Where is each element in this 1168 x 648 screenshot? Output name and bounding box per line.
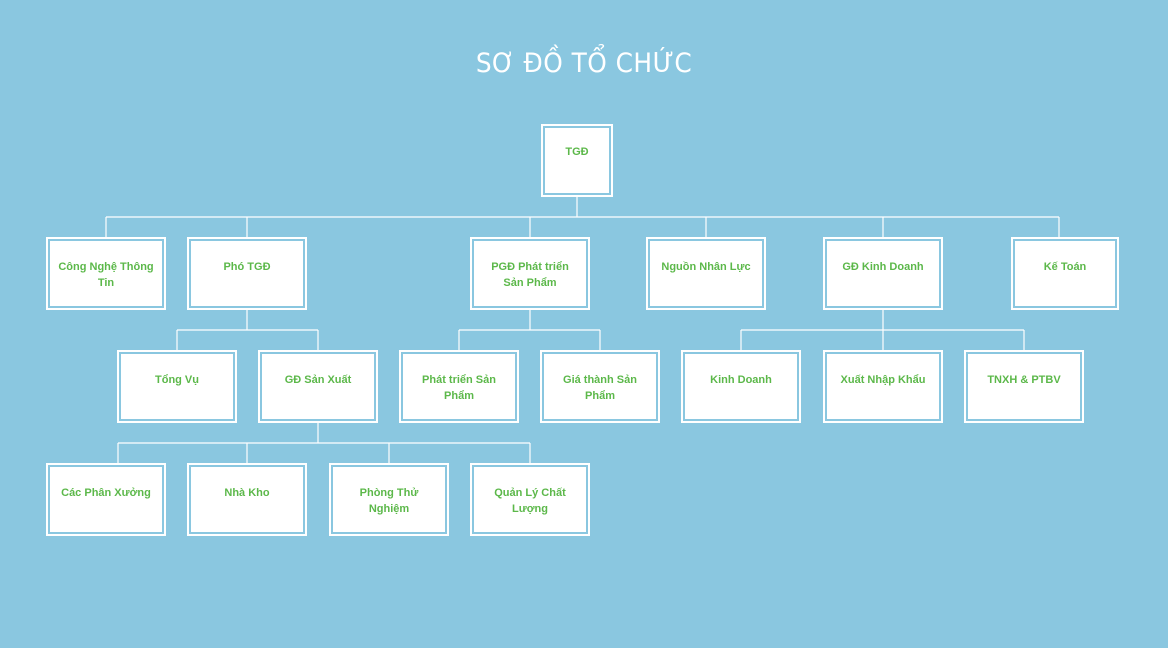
node-cac-phan-xuong: Các Phân Xưởng — [46, 463, 166, 536]
node-pgd-phat-trien-san-pham: PGĐ Phát triển Sản Phẩm — [470, 237, 590, 310]
node-phong-thu-nghiem-label: Phòng Thử Nghiệm — [333, 467, 445, 532]
node-quan-ly-chat-luong: Quản Lý Chất Lượng — [470, 463, 590, 536]
node-xuat-nhap-khau-label: Xuất Nhập Khẩu — [827, 354, 939, 419]
node-tnxh-ptbv-label: TNXH & PTBV — [968, 354, 1080, 419]
node-xuat-nhap-khau: Xuất Nhập Khẩu — [823, 350, 943, 423]
node-tgd: TGĐ — [541, 124, 613, 197]
node-pho-tgd-label: Phó TGĐ — [191, 241, 303, 306]
node-ke-toan-label: Kế Toán — [1015, 241, 1115, 306]
node-tong-vu: Tổng Vụ — [117, 350, 237, 423]
node-gia-thanh-san-pham-label: Giá thành Sản Phẩm — [544, 354, 656, 419]
node-nguon-nhan-luc-label: Nguồn Nhân Lực — [650, 241, 762, 306]
node-phong-thu-nghiem: Phòng Thử Nghiệm — [329, 463, 449, 536]
node-gd-san-xuat-label: GĐ Sản Xuất — [262, 354, 374, 419]
node-tong-vu-label: Tổng Vụ — [121, 354, 233, 419]
node-tnxh-ptbv: TNXH & PTBV — [964, 350, 1084, 423]
node-nha-kho: Nhà Kho — [187, 463, 307, 536]
node-cong-nghe-thong-tin-label: Công Nghệ Thông Tin — [50, 241, 162, 306]
node-cong-nghe-thong-tin: Công Nghệ Thông Tin — [46, 237, 166, 310]
node-pho-tgd: Phó TGĐ — [187, 237, 307, 310]
node-gd-san-xuat: GĐ Sản Xuất — [258, 350, 378, 423]
node-tgd-label: TGĐ — [545, 128, 609, 193]
node-phat-trien-san-pham-label: Phát triển Sản Phẩm — [403, 354, 515, 419]
node-pgd-phat-trien-san-pham-label: PGĐ Phát triển Sản Phẩm — [474, 241, 586, 306]
node-gd-kinh-doanh: GĐ Kinh Doanh — [823, 237, 943, 310]
node-kinh-doanh: Kinh Doanh — [681, 350, 801, 423]
node-phat-trien-san-pham: Phát triển Sản Phẩm — [399, 350, 519, 423]
node-ke-toan: Kế Toán — [1011, 237, 1119, 310]
node-gia-thanh-san-pham: Giá thành Sản Phẩm — [540, 350, 660, 423]
node-nha-kho-label: Nhà Kho — [191, 467, 303, 532]
node-gd-kinh-doanh-label: GĐ Kinh Doanh — [827, 241, 939, 306]
node-nguon-nhan-luc: Nguồn Nhân Lực — [646, 237, 766, 310]
node-cac-phan-xuong-label: Các Phân Xưởng — [50, 467, 162, 532]
node-kinh-doanh-label: Kinh Doanh — [685, 354, 797, 419]
chart-title: SƠ ĐỒ TỔ CHỨC — [475, 48, 693, 79]
node-quan-ly-chat-luong-label: Quản Lý Chất Lượng — [474, 467, 586, 532]
